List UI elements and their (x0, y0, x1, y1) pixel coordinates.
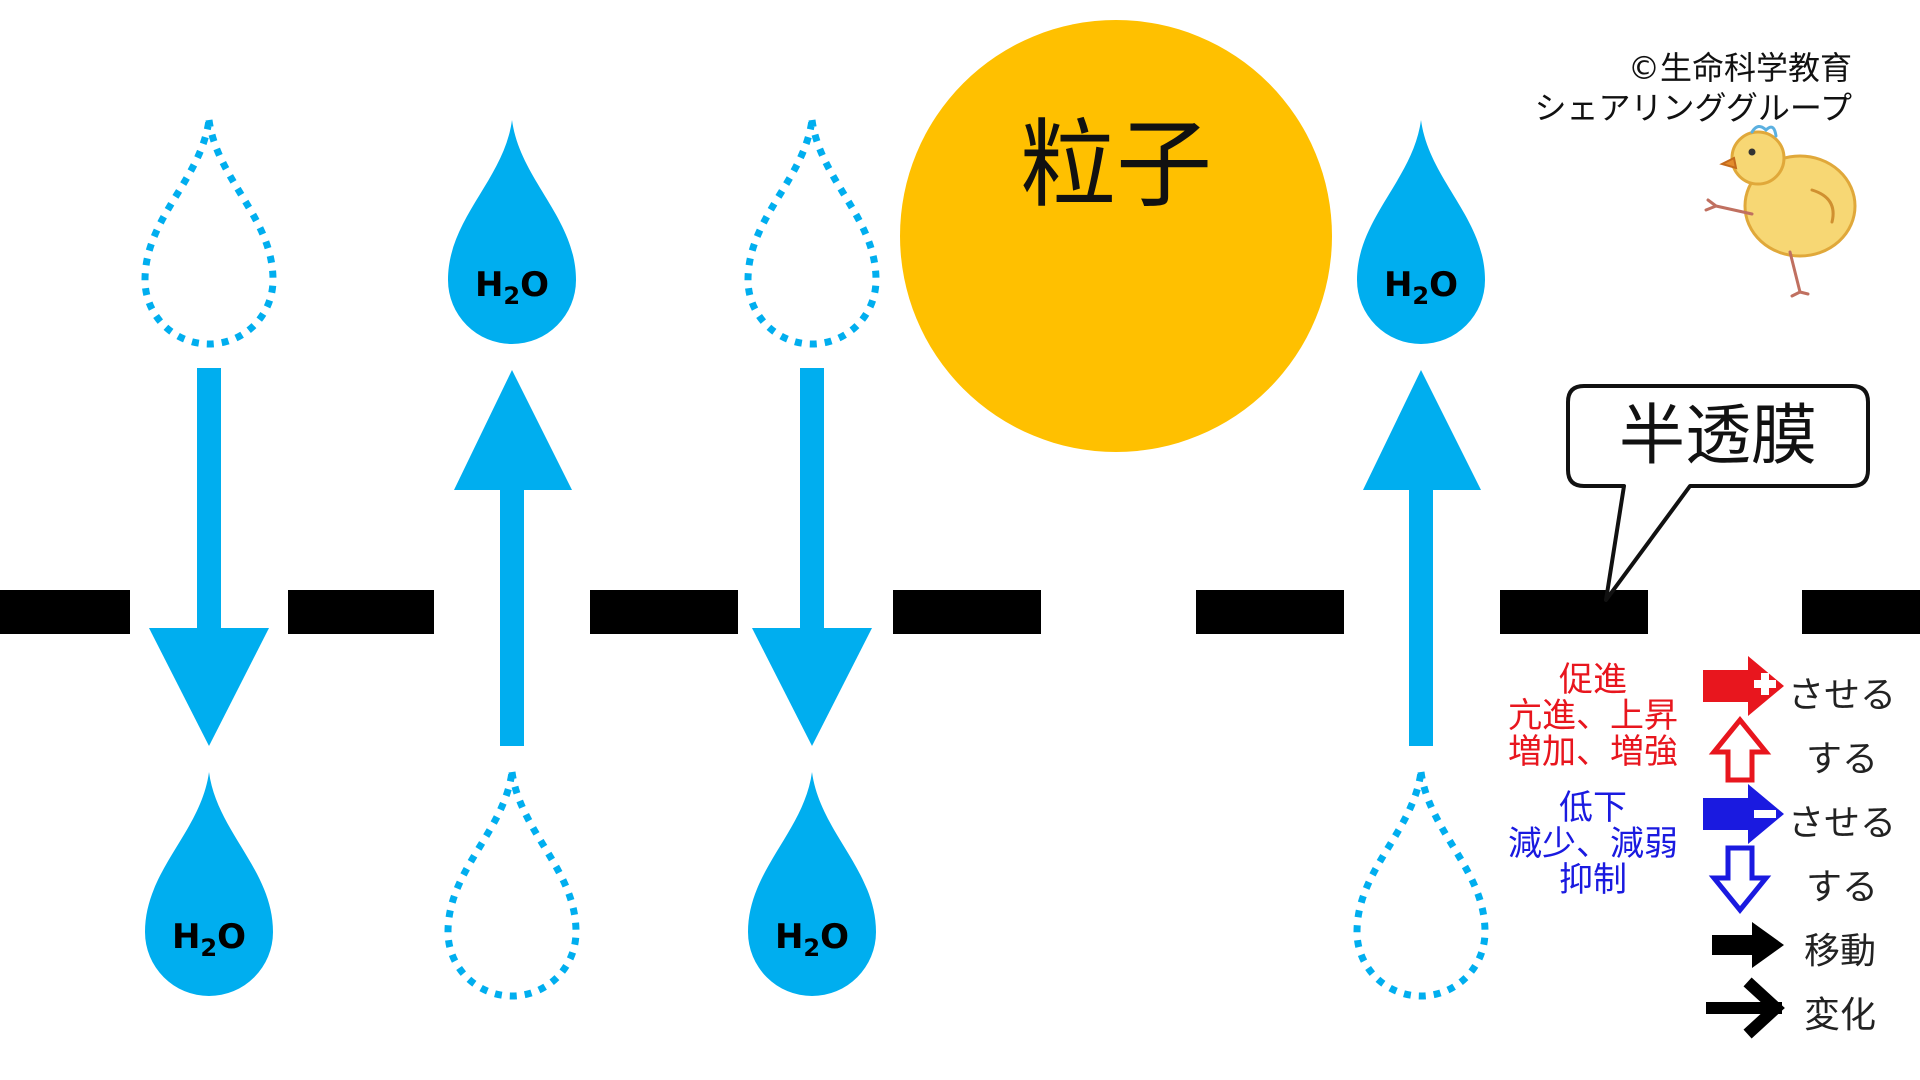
legend-promote-line-1: 促進 (1559, 660, 1627, 700)
arrow-up-shaft (500, 488, 524, 746)
legend-promote-terms: 促進 亢進、上昇 増加、増強 (1498, 662, 1688, 770)
particle-label: 粒子 (1020, 109, 1212, 221)
arrow-down-shaft (197, 368, 221, 630)
legend-suppress-terms: 低下 減少、減弱 抑制 (1498, 790, 1688, 898)
arrow-down-head (149, 628, 269, 746)
membrane-segment (893, 590, 1041, 634)
membrane-segment (590, 590, 738, 634)
water-label: H2O (475, 265, 549, 310)
semipermeable-membrane (0, 590, 1920, 634)
legend-icons (1703, 656, 1785, 1039)
red-plus-arrow-icon (1703, 656, 1784, 716)
black-block-arrow-icon (1712, 922, 1784, 968)
legend-label-self-suppress: する (1806, 867, 1879, 908)
arrow-up-shaft (1409, 488, 1433, 746)
water-label: H2O (1384, 265, 1458, 310)
water-drop-outline (145, 120, 273, 344)
legend-suppress-line-3: 抑制 (1559, 860, 1627, 900)
water-column-2: H2O (448, 120, 576, 996)
copyright-block: ©生命科学教育 シェアリンググループ (1535, 48, 1852, 128)
chick-illustration (1704, 125, 1857, 298)
arrow-up-head (1363, 370, 1481, 490)
water-drop-outline (748, 120, 876, 344)
water-drop (748, 772, 876, 996)
legend-label-sel-promote: させる (1788, 675, 1897, 716)
legend-label-change: 変化 (1804, 995, 1877, 1036)
membrane-segment (1196, 590, 1344, 634)
water-label: H2O (172, 917, 246, 962)
blue-hollow-down-arrow-icon (1708, 845, 1772, 914)
membrane-segment (288, 590, 434, 634)
membrane-segment (0, 590, 130, 634)
water-column-3: H2O (748, 120, 876, 996)
arrow-down-head (752, 628, 872, 746)
callout-bubble (1566, 384, 1870, 602)
membrane-segment (1500, 590, 1648, 634)
membrane-callout: 半透膜 (1566, 384, 1870, 602)
legend-promote-line-2: 亢進、上昇 (1508, 696, 1678, 736)
arrow-up-head (454, 370, 572, 490)
red-hollow-up-arrow-icon (1708, 716, 1772, 783)
legend-label-sel-suppress: させる (1788, 803, 1897, 844)
particle-circle (900, 20, 1332, 452)
water-drop-outline (448, 772, 576, 996)
legend-label-move: 移動 (1804, 931, 1877, 972)
water-label: H2O (775, 917, 849, 962)
legend-promote-line-3: 増加、増強 (1508, 732, 1678, 772)
water-column-4: H2O (1357, 120, 1485, 996)
copyright-line-2: シェアリンググループ (1534, 89, 1852, 127)
water-drop-outline (1357, 772, 1485, 996)
legend-label-self-promote: する (1806, 739, 1879, 780)
legend-suppress-line-2: 減少、減弱 (1508, 824, 1678, 864)
water-drop (1357, 120, 1485, 344)
water-column-1: H2O (145, 120, 273, 996)
callout-label: 半透膜 (1619, 397, 1817, 474)
copyright-line-1: ©生命科学教育 (1627, 49, 1852, 87)
water-drop (145, 772, 273, 996)
water-drop (448, 120, 576, 344)
arrow-down-shaft (800, 368, 824, 630)
blue-minus-arrow-icon (1703, 784, 1784, 844)
legend-suppress-line-1: 低下 (1559, 788, 1627, 828)
membrane-segment (1802, 590, 1920, 634)
black-chevron-arrow-icon (1706, 977, 1785, 1039)
